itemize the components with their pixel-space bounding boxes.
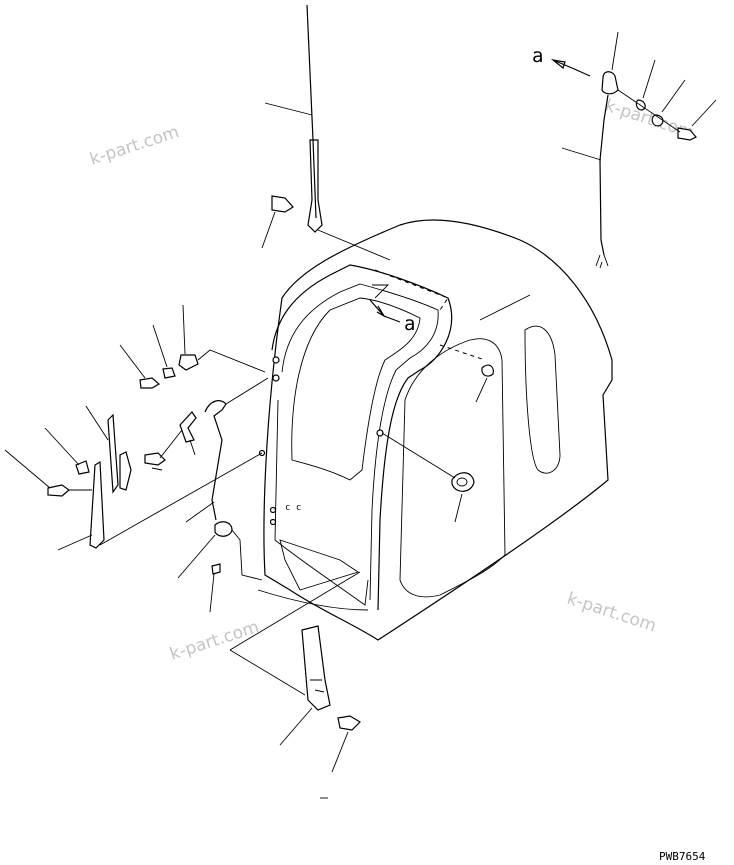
- floor-plate-leader: [229, 571, 361, 651]
- view-marker-arrow: [550, 59, 591, 77]
- wiper-blade-clip: [119, 451, 132, 491]
- tee-fitting: [179, 411, 197, 443]
- nut: [162, 367, 176, 379]
- bolt-small: [139, 377, 161, 389]
- bolt-medium-leader: [151, 467, 163, 471]
- watermark-bottom: k-part.com: [167, 617, 261, 665]
- watermark-right: k-part.com: [564, 589, 658, 637]
- cab-mount-hole: [272, 356, 280, 364]
- wiper-and-fittings-left: [4, 304, 269, 613]
- wiper-arm-leader: [85, 405, 109, 441]
- pedal-bracket: [301, 625, 331, 711]
- window-cap-leader: [475, 377, 488, 403]
- pedal-bracket-leader: [279, 707, 313, 746]
- drawing-code: PWB7654: [659, 850, 706, 863]
- floor-bracket-line: [229, 649, 306, 696]
- washer-leader: [642, 59, 656, 99]
- view-marker-label: a: [532, 45, 543, 67]
- connector-to-hardware-line: [617, 89, 681, 133]
- antenna-leader: [264, 102, 313, 116]
- washer-hose: [204, 400, 227, 521]
- wiper-cap-leader: [44, 427, 80, 466]
- bolt-medium: [144, 452, 166, 466]
- grommet-leader: [177, 534, 216, 579]
- cab-body: [257, 219, 613, 641]
- harness-wire: [599, 94, 609, 256]
- screw: [677, 127, 697, 141]
- cab-front-frame-inner: [281, 283, 439, 601]
- wiper-motor-arm: [89, 460, 105, 549]
- cab-mount-hole: [269, 518, 277, 526]
- pedal-bracket-detail: [310, 679, 325, 693]
- wiper-bolt-leader: [4, 449, 51, 489]
- cab-front-window: [291, 297, 421, 481]
- floor-bracket-mark: c c: [285, 503, 301, 513]
- harness-wire-end: [595, 254, 609, 269]
- floor-plate-assembly: c c: [229, 503, 361, 799]
- cab-side-hidden-edge: [439, 344, 486, 361]
- pedal-bolt-leader: [331, 731, 349, 773]
- antenna-base-to-cab-line: [317, 229, 391, 261]
- antenna-assembly: [261, 4, 391, 261]
- cab-mount-hole: [376, 429, 384, 437]
- antenna-bolt-leader: [261, 211, 276, 249]
- window-grommet-line: [381, 432, 456, 479]
- cab-mount-hole: [269, 506, 277, 514]
- antenna-bolt: [271, 195, 294, 213]
- harness-connector-leader: [611, 31, 619, 71]
- harness-wire-leader: [561, 147, 602, 161]
- harness-connector: [601, 71, 619, 95]
- screw-leader: [691, 99, 717, 127]
- washer-hose-line-to-cab: [225, 377, 269, 405]
- cab-rear-window: [524, 325, 561, 474]
- fitting-line-to-cab: [197, 349, 266, 373]
- clamp-leader: [209, 573, 215, 613]
- cab-floor-rail: [257, 589, 369, 611]
- cab-roof-edge: [479, 294, 531, 321]
- window-cap: [481, 364, 494, 377]
- watermark-top-left: k-part.com: [87, 122, 181, 170]
- view-callout-arrow: [369, 299, 401, 323]
- clamp: [211, 563, 221, 575]
- tee-fitting-leader: [189, 439, 196, 456]
- fitting-elbow-leader: [182, 304, 186, 355]
- cab-mount-hole: [272, 374, 280, 382]
- view-callout-label: a: [404, 313, 415, 335]
- clip: [651, 114, 664, 127]
- pedal-bolt: [337, 715, 361, 731]
- window-grommet-leader: [454, 493, 463, 523]
- wiper-to-cab-line: [99, 452, 263, 546]
- window-grommet-inner: [456, 477, 468, 487]
- floor-plate: [279, 539, 360, 591]
- wiper-arm: [107, 413, 119, 494]
- grommet: [214, 521, 233, 537]
- side-window-fittings: [381, 364, 494, 523]
- cab-side-window: [399, 338, 506, 598]
- bolt-medium-line-to-fitting: [159, 429, 183, 459]
- hose-leader: [185, 501, 215, 523]
- clip-leader: [661, 79, 686, 113]
- window-grommet-outer: [451, 472, 475, 492]
- wiper-motor-arm-leader: [57, 534, 93, 551]
- wiper-bolt: [47, 484, 70, 497]
- nut-leader: [152, 324, 168, 368]
- cab-roof-hidden-edge: [374, 269, 449, 311]
- antenna-base: [307, 139, 323, 233]
- view-callout-frame: [372, 284, 390, 299]
- cab-lower-window: [274, 399, 369, 606]
- wiper-cap: [75, 460, 90, 475]
- bolt-small-leader: [119, 344, 146, 379]
- harness-assembly-top-right: a a: [369, 31, 717, 335]
- fitting-elbow: [178, 354, 199, 371]
- cab-front-frame-outer: [271, 264, 453, 611]
- grommet-line: [231, 529, 263, 581]
- cab-roof-outline: [263, 219, 613, 641]
